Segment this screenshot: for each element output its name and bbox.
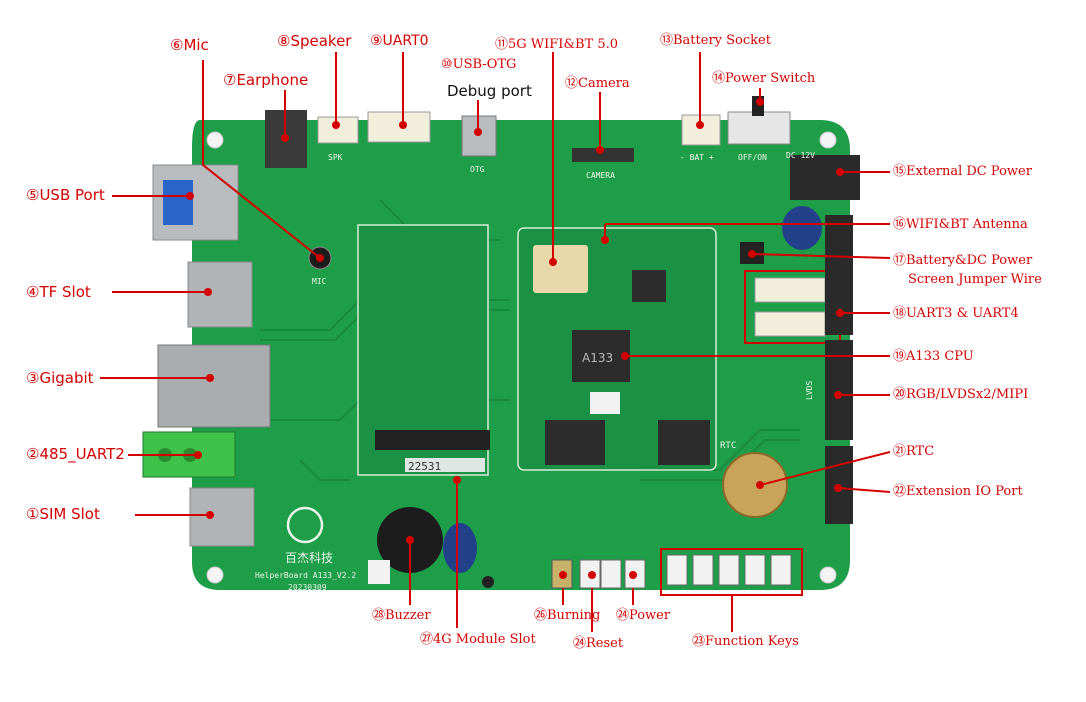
- label-earphone: ⑦Earphone: [223, 71, 309, 89]
- label-camera: ⑫Camera: [565, 76, 630, 91]
- label-screen-jumper-wire: Screen Jumper Wire: [908, 272, 1042, 287]
- rtc-silk: RTC: [720, 441, 736, 451]
- uart3-connector: [754, 277, 826, 303]
- capacitor-bottom: [443, 523, 477, 573]
- label-power-switch: ⑭Power Switch: [712, 71, 816, 86]
- onoff-silk: OFF/ON: [738, 153, 767, 162]
- bat-silk: - BAT +: [680, 153, 714, 162]
- label-battery-socket: ⑬Battery Socket: [660, 33, 771, 48]
- label-uart3-uart4: ⑱UART3 & UART4: [893, 306, 1019, 321]
- label-gigabit: ③Gigabit: [26, 369, 94, 387]
- mount-hole: [206, 566, 224, 584]
- mount-hole: [819, 131, 837, 149]
- power-switch: [727, 111, 791, 145]
- usb-port-inner: [163, 180, 193, 225]
- m2-silk: 22531: [408, 460, 441, 473]
- label-usb-otg: ⑩USB-OTG: [441, 57, 517, 72]
- label-485-uart2: ②485_UART2: [26, 445, 125, 463]
- label-4g-module-slot: ㉗4G Module Slot: [420, 632, 536, 647]
- date-silk: 20230309: [288, 583, 327, 592]
- capacitor: [782, 206, 822, 250]
- uart0-connector: [367, 111, 431, 143]
- camera-silk: CAMERA: [586, 171, 615, 180]
- label-sim-slot: ①SIM Slot: [26, 505, 100, 523]
- label-wifi-bt: ⑪5G WIFI&BT 5.0: [495, 37, 619, 52]
- label-wifi-bt-antenna: ⑯WIFI&BT Antenna: [893, 217, 1028, 232]
- label-rgb-lvds-mipi: ⑳RGB/LVDSx2/MIPI: [893, 387, 1029, 402]
- m2-label-sticker: [405, 458, 485, 472]
- pmic-chip: [632, 270, 666, 302]
- mic-silk: MIC: [312, 277, 327, 286]
- spk-silk: SPK: [328, 153, 343, 162]
- cpu-silk: A133: [582, 351, 613, 365]
- gigabit-port: [157, 344, 271, 428]
- mount-hole: [206, 131, 224, 149]
- white-block: [590, 392, 620, 414]
- reset-button: [600, 559, 622, 589]
- ram-chip-1: [545, 420, 605, 465]
- tf-slot: [187, 261, 253, 328]
- usb-otg-port: [461, 115, 497, 157]
- label-external-dc-power: ⑮External DC Power: [893, 164, 1032, 179]
- m2-connector: [375, 430, 490, 450]
- uart4-connector: [754, 311, 826, 337]
- ram-chip-2: [658, 420, 710, 465]
- leader-dots: [186, 98, 844, 579]
- label-power-key: ㉔Power: [616, 608, 671, 623]
- wifi-module: [533, 245, 588, 293]
- label-buzzer: ㉘Buzzer: [372, 608, 431, 623]
- label-reset-key: ㉔Reset: [573, 636, 624, 651]
- mount-hole: [482, 576, 494, 588]
- label-uart0: ⑨UART0: [370, 33, 429, 49]
- otg-silk: OTG: [470, 165, 485, 174]
- label-burning-key: ㉖Burning: [534, 608, 601, 623]
- function-keys: [666, 554, 792, 586]
- label-speaker: ⑧Speaker: [277, 32, 352, 50]
- cpu-chip: [572, 330, 630, 382]
- leader-lines: [100, 52, 891, 632]
- dc-jack: [790, 155, 860, 200]
- label-extension-io-port: ㉒Extension IO Port: [893, 484, 1023, 499]
- label-debug-port: Debug port: [447, 82, 532, 100]
- lcd-header: [825, 215, 853, 335]
- label-battery-dc-jumper: ⑰Battery&DC Power: [893, 253, 1033, 268]
- brand-silk: 百杰科技: [285, 551, 333, 565]
- model-silk: HelperBoard A133_V2.2: [255, 571, 356, 580]
- speaker-connector: [317, 116, 359, 144]
- rtc-battery: [722, 452, 788, 518]
- brand-logo: [286, 506, 324, 544]
- white-pad: [368, 560, 390, 584]
- label-a133-cpu: ⑲A133 CPU: [893, 349, 974, 364]
- mount-hole: [819, 566, 837, 584]
- camera-connector: [572, 148, 634, 162]
- sim-slot: [189, 487, 255, 547]
- label-mic: ⑥Mic: [170, 36, 209, 54]
- label-function-keys: ㉓Function Keys: [692, 634, 799, 649]
- label-tf-slot: ④TF Slot: [26, 283, 91, 301]
- dc-silk: DC 12V: [786, 151, 815, 160]
- label-usb-port: ⑤USB Port: [26, 186, 105, 204]
- label-rtc: ㉑RTC: [893, 444, 935, 459]
- lvds-silk: LVDS: [805, 381, 814, 400]
